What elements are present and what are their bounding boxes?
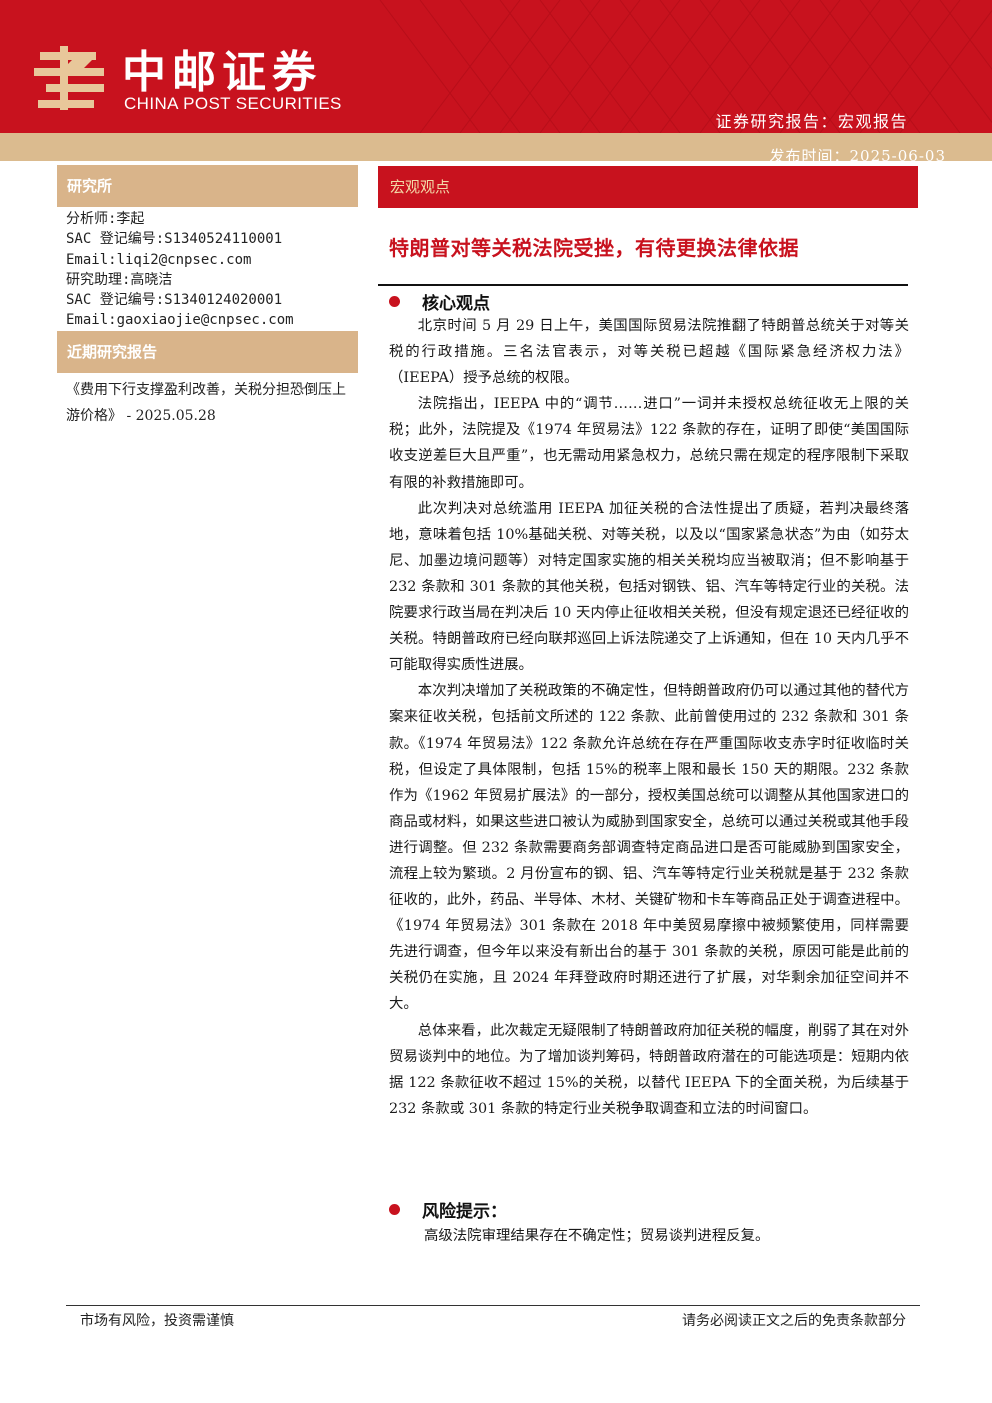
section-label: 宏观观点 <box>378 166 918 208</box>
paragraph: 本次判决增加了关税政策的不确定性，但特朗普政府仍可以通过其他的替代方案来征收关税… <box>389 683 909 1013</box>
institute-heading: 研究所 <box>57 165 358 207</box>
assistant-email[interactable]: Email:gaoxiaojie@cnpsec.com <box>66 312 294 329</box>
analyst-info: 分析师:李起 SAC 登记编号:S1340524110001 Email:liq… <box>66 209 294 331</box>
assistant-name: 研究助理:高晓洁 <box>66 271 173 288</box>
paragraph: 北京时间 5 月 29 日上午，美国国际贸易法院推翻了特朗普总统关于对等关税的行… <box>389 318 909 387</box>
report-type: 证券研究报告：宏观报告 <box>715 112 908 131</box>
analyst-sac-number: SAC 登记编号:S1340524110001 <box>66 231 283 248</box>
header-strip: 发布时间：2025-06-03 <box>0 133 992 165</box>
body-text: 北京时间 5 月 29 日上午，美国国际贸易法院推翻了特朗普总统关于对等关税的行… <box>389 313 909 1122</box>
risk-heading: 风险提示： <box>389 1197 507 1222</box>
publish-date: 发布时间：2025-06-03 <box>769 147 946 165</box>
core-view-heading: 核心观点 <box>389 289 490 314</box>
banner-pattern <box>379 0 992 133</box>
recent-reports-heading: 近期研究报告 <box>57 331 358 373</box>
risk-text: 高级法院审理结果存在不确定性；贸易谈判进程反复。 <box>424 1228 770 1244</box>
bullet-dot-icon <box>389 296 400 307</box>
brand-name-en: CHINA POST SECURITIES <box>124 94 342 113</box>
report-title: 特朗普对等关税法院受挫，有待更换法律依据 <box>389 236 799 260</box>
analyst-name: 分析师:李起 <box>66 211 145 227</box>
paragraph: 总体来看，此次裁定无疑限制了特朗普政府加征关税的幅度，削弱了其在对外贸易谈判中的… <box>389 1022 909 1117</box>
brand-name-cn: 中邮证券 <box>122 47 322 98</box>
footer-disclaimer-right: 请务必阅读正文之后的免责条款部分 <box>682 1313 906 1329</box>
header-banner: 中邮证券 CHINA POST SECURITIES 证券研究报告：宏观报告 <box>0 0 992 133</box>
footer-divider <box>66 1305 920 1306</box>
analyst-email[interactable]: Email:liqi2@cnpsec.com <box>66 251 252 268</box>
title-divider <box>378 284 908 286</box>
risk-label: 风险提示： <box>422 1202 507 1222</box>
assistant-sac-number: SAC 登记编号:S1340124020001 <box>66 292 283 309</box>
recent-report-link[interactable]: 《费用下行支撑盈利改善，关税分担恐倒压上游价格》 - 2025.05.28 <box>66 382 346 424</box>
bullet-dot-icon <box>389 1204 400 1215</box>
paragraph: 法院指出，IEEPA 中的“调节……进口”一词并未授权总统征收无上限的关税；此外… <box>389 396 909 491</box>
footer-disclaimer-left: 市场有风险，投资需谨慎 <box>80 1313 234 1329</box>
china-post-logo-icon <box>34 46 104 110</box>
core-view-label: 核心观点 <box>422 294 490 314</box>
paragraph: 此次判决对总统滥用 IEEPA 加征关税的合法性提出了质疑，若判决最终落地，意味… <box>389 500 909 674</box>
